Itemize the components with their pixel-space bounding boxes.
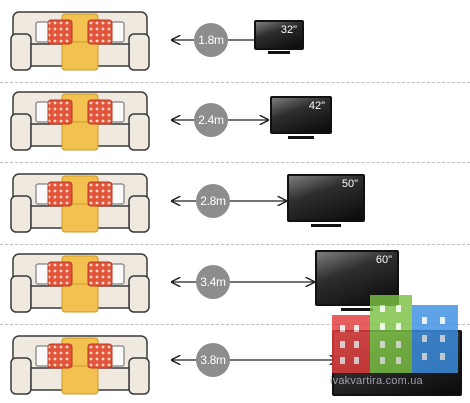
sofa-icon: [10, 88, 150, 154]
sofa-icon: [10, 8, 150, 74]
tv-screen: 42": [270, 96, 332, 134]
distance-label: 2.8m: [196, 184, 230, 218]
tv-screen: 50": [287, 174, 365, 222]
watermark-logo: [332, 295, 458, 373]
viewing-distance-row: 2.4m 42": [0, 86, 470, 158]
distance-label: 3.8m: [196, 343, 230, 377]
row-divider: [0, 324, 470, 325]
tv-size-label: 50": [341, 178, 358, 190]
tv-icon: 42": [270, 96, 332, 144]
row-divider: [0, 244, 470, 245]
tv-stand: [268, 51, 290, 54]
row-divider: [0, 162, 470, 163]
distance-label: 1.8m: [194, 23, 228, 57]
viewing-distance-row: 2.8m 50": [0, 166, 470, 240]
tv-stand: [288, 136, 314, 139]
distance-label: 3.4m: [196, 265, 230, 299]
tv-size-label: 42": [308, 100, 325, 112]
sofa-icon: [10, 250, 150, 316]
tv-icon: 50": [287, 174, 365, 234]
tv-stand: [341, 308, 373, 311]
sofa-icon: [10, 332, 150, 398]
tv-icon: 32": [254, 20, 304, 60]
distance-arrow: [170, 274, 316, 290]
sofa-icon: [10, 170, 150, 236]
tv-stand: [311, 224, 341, 227]
row-divider: [0, 82, 470, 83]
viewing-distance-row: 1.8m 32": [0, 6, 470, 78]
tv-screen: 32": [254, 20, 304, 50]
tv-size-label: 60": [375, 254, 392, 266]
watermark-text: ivakvartira.com.ua: [330, 375, 423, 387]
distance-label: 2.4m: [194, 103, 228, 137]
tv-size-label: 32": [280, 24, 297, 36]
